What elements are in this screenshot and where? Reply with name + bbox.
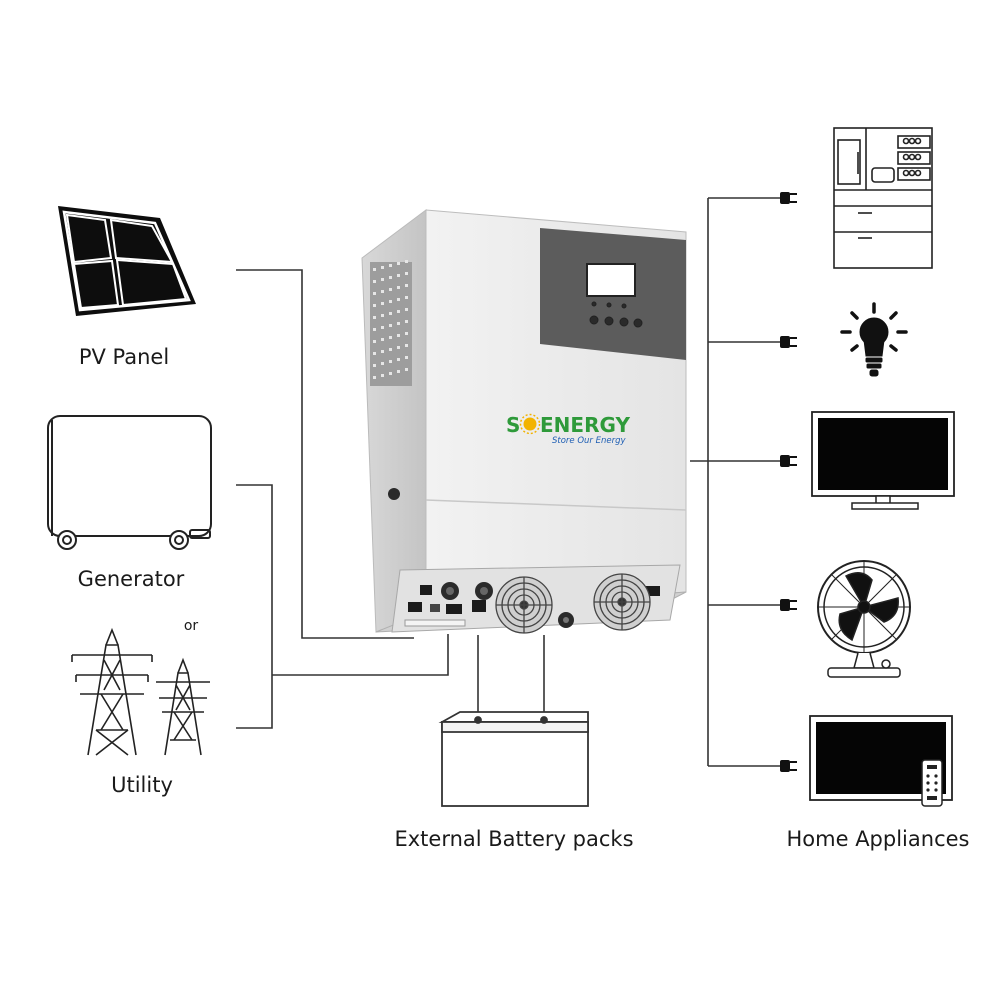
vent-grille — [370, 260, 412, 386]
power-tower-icon — [71, 627, 210, 756]
plug-icons — [780, 192, 797, 772]
ac-terminal — [558, 612, 574, 628]
or-label: or — [184, 618, 199, 634]
plug-icon — [780, 760, 797, 772]
generator-icon — [47, 415, 212, 550]
control-button — [589, 315, 599, 325]
monitor-icon — [811, 411, 955, 510]
control-buttons — [589, 301, 643, 328]
battery-label: External Battery packs — [394, 827, 633, 851]
indicator-led — [591, 301, 597, 307]
sun-icon — [519, 413, 541, 435]
utility-label: Utility — [111, 773, 173, 797]
lcd-screen — [586, 263, 636, 297]
remote-control-icon — [921, 759, 943, 807]
plug-icon — [780, 336, 797, 348]
generator-label: Generator — [78, 567, 185, 591]
grid-wire — [272, 634, 449, 676]
home-appliances-label: Home Appliances — [787, 827, 970, 851]
plug-icon — [780, 599, 797, 611]
indicator-led — [606, 302, 612, 308]
indicator-led — [621, 303, 627, 309]
pv-wire — [236, 269, 414, 639]
battery-icon — [438, 711, 589, 807]
side-knob — [388, 488, 400, 500]
cooling-fan-icon — [593, 573, 651, 631]
brand-s: S — [506, 413, 520, 437]
inverter-unit: S ENERGY Store Our Energy — [361, 209, 687, 634]
cooling-fan-icon — [495, 576, 553, 634]
brand-tagline: Store Our Energy — [552, 436, 627, 446]
control-button — [633, 318, 643, 328]
control-button — [604, 316, 614, 326]
generator-wire — [236, 484, 273, 729]
plug-icon — [780, 192, 797, 204]
fan-icon — [817, 560, 911, 678]
pv-panel-label: PV Panel — [79, 345, 169, 369]
solar-panel-icon — [58, 206, 196, 316]
plug-icon — [780, 455, 797, 467]
control-button — [619, 317, 629, 327]
refrigerator-icon — [833, 127, 933, 269]
connection-lines — [236, 197, 780, 767]
light-bulb-icon — [840, 302, 908, 377]
brand-logo: S ENERGY Store Our Energy — [506, 413, 630, 446]
terminal-ports — [404, 582, 660, 627]
brand-name: ENERGY — [540, 413, 630, 437]
television-icon — [809, 715, 953, 807]
